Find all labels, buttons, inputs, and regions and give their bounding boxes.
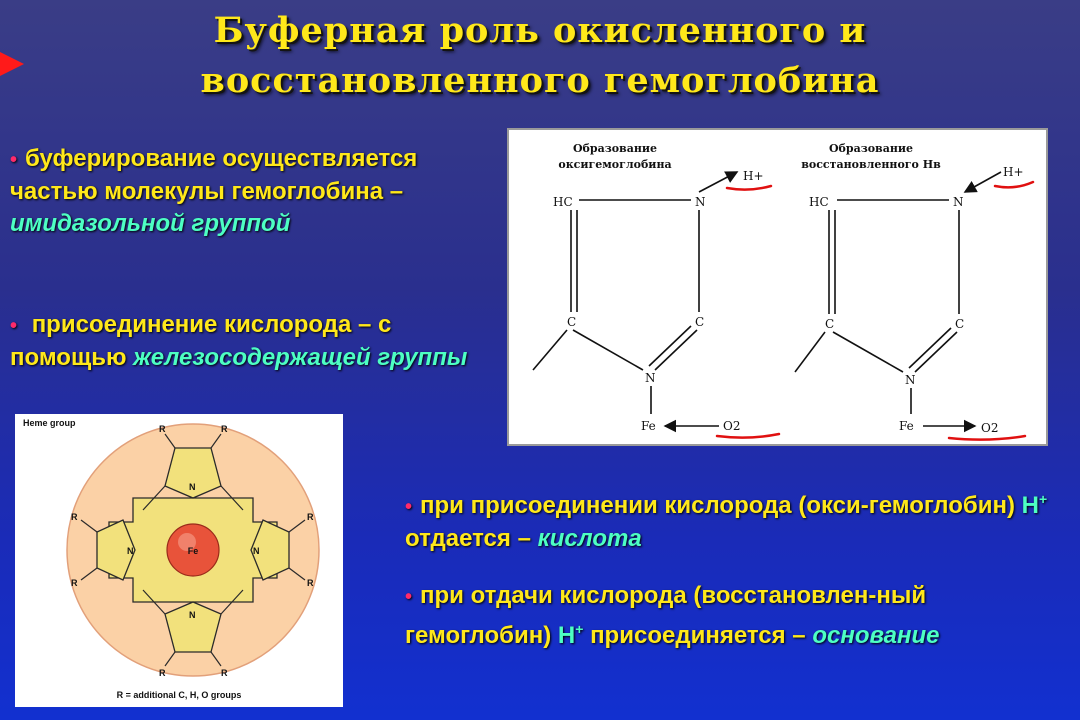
heme-r-4: R [221,668,228,678]
slide-title: Буферная роль окисленного и восстановлен… [0,6,1080,106]
bullet-2-text: присоединение кислорода – с помощью [10,311,392,371]
right-n-top-label: N [953,195,964,209]
right-hc-label: HC [809,195,829,209]
left-c-right-label: C [695,315,704,329]
bullet-dot-icon: • [405,586,413,608]
left-n-bottom-label: N [645,371,656,385]
bullet-dot-icon: • [10,315,18,337]
heme-r-2: R [221,424,228,434]
bullet-3-highlight: кислота [537,525,642,552]
heme-r-8: R [307,578,314,588]
imidazole-diagram: Образование оксигемоглобина HC N C C N F… [507,128,1048,446]
left-c-left-label: C [567,315,576,329]
heme-r-5: R [71,512,78,522]
bullet-3-mid: отдается – [405,525,531,552]
right-fe-label: Fe [899,419,914,433]
heme-caption: R = additional C, H, O groups [117,690,242,700]
bullet-3-text: при присоединении кислорода (окси-гемогл… [420,492,1015,519]
bullet-buffering: •буферирование осуществляется частью мол… [10,143,440,240]
title-line-1: Буферная роль окисленного и [213,10,867,51]
heme-r-3: R [159,668,166,678]
red-arrow-marker-icon [0,52,24,76]
left-hplus-label: H+ [743,169,764,183]
bullet-4-text: при отдачи кислорода (восстановлен-ный г… [405,582,927,649]
bullet-oxyhemoglobin: • при присоединении кислорода (окси-гемог… [405,483,1065,555]
right-o2-label: O2 [981,421,998,435]
left-caption-1: Образование [573,142,657,155]
left-o2-label: O2 [723,419,740,433]
heme-r-7: R [307,512,314,522]
bullet-1-highlight: имидазольной группой [10,210,291,237]
left-hc-label: HC [553,195,573,209]
left-fe-label: Fe [641,419,656,433]
bullet-oxygen-binding: • присоединение кислорода – с помощью же… [10,309,505,374]
left-n-top-label: N [695,195,706,209]
left-caption-2: оксигемоглобина [558,158,671,171]
right-hplus-label: H+ [1003,165,1024,179]
heme-fe-label: Fe [188,546,199,556]
heme-n-right: N [253,546,260,556]
heme-r-6: R [71,578,78,588]
heme-svg: Heme group Fe N N N N R R R R R R R [23,418,320,700]
bullet-dot-icon: • [10,149,18,171]
heme-r-1: R [159,424,166,434]
imidazole-svg: Образование оксигемоглобина HC N C C N F… [532,142,1035,441]
bullet-dot-icon: • [405,496,413,518]
right-c-left-label: C [825,317,834,331]
bullet-4-hydrogen: H+ [557,621,584,649]
bullet-deoxyhemoglobin: •при отдачи кислорода (восстановлен-ный … [405,580,1065,652]
heme-group-figure: Heme group Fe N N N N R R R R R R R [15,414,343,707]
bullet-4-mid: присоединяется – [590,622,806,649]
bullet-1-text: буферирование осуществляется частью моле… [10,145,418,205]
right-caption-2: восстановленного Нв [801,158,941,171]
title-line-2: восстановленного гемоглобина [200,60,880,101]
heme-n-left: N [127,546,134,556]
bullet-4-highlight: основание [812,622,940,649]
right-caption-1: Образование [829,142,913,155]
right-n-bottom-label: N [905,373,916,387]
heme-n-top: N [189,482,196,492]
right-c-right-label: C [955,317,964,331]
bullet-3-hydrogen: H+ [1021,491,1048,519]
bullet-2-highlight: железосодержащей группы [133,344,468,371]
heme-n-bottom: N [189,610,196,620]
heme-title: Heme group [23,418,76,428]
